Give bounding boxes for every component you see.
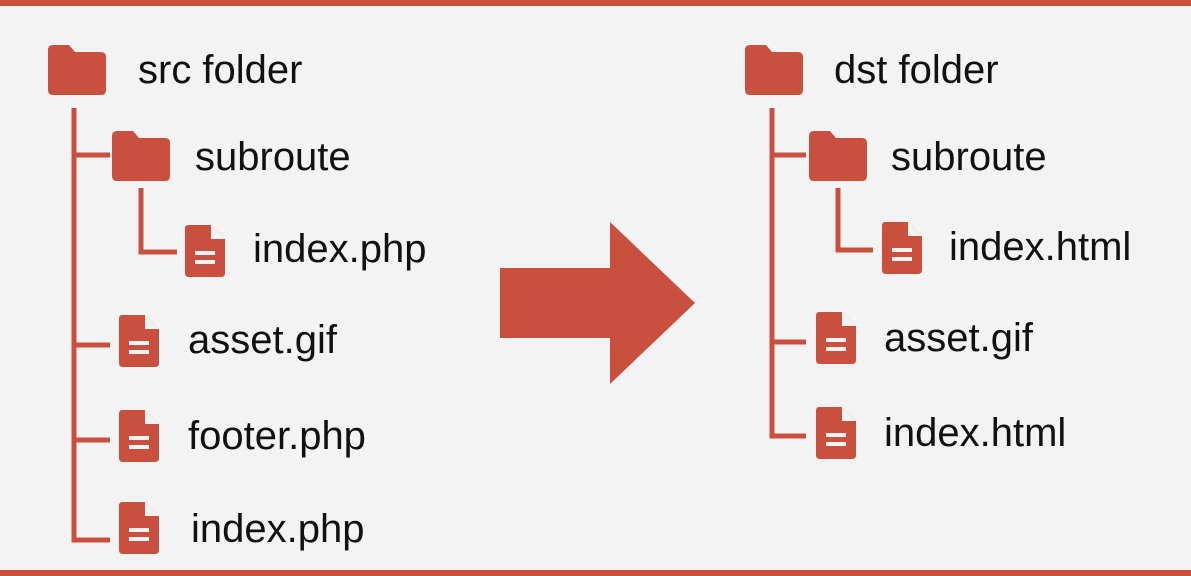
src-file-label: index.php xyxy=(191,507,365,551)
dst-subroute-file-label: index.html xyxy=(949,225,1132,269)
src-subroute-folder-icon xyxy=(112,131,170,181)
dst-file-icon xyxy=(816,407,856,459)
dst-connectors xyxy=(769,108,873,439)
dst-file-icon xyxy=(816,312,856,364)
src-folder-icon xyxy=(48,45,106,95)
src-root-label: src folder xyxy=(138,48,303,92)
src-file-icon xyxy=(185,225,225,277)
top-border xyxy=(0,0,1191,6)
dst-file-label: asset.gif xyxy=(884,316,1033,360)
bottom-border xyxy=(0,570,1191,576)
dst-subroute-label: subroute xyxy=(891,135,1047,179)
src-file-icon xyxy=(119,315,159,367)
src-file-label: footer.php xyxy=(188,414,366,458)
dst-file-label: index.html xyxy=(884,411,1067,455)
dst-subroute-folder-icon xyxy=(809,131,867,181)
dst-file-icon xyxy=(882,222,922,274)
src-subroute-label: subroute xyxy=(195,135,351,179)
dst-folder-icon xyxy=(745,45,803,95)
src-subroute-file-label: index.php xyxy=(253,227,427,271)
src-file-label: asset.gif xyxy=(188,318,337,362)
src-file-icon xyxy=(119,502,159,554)
src-file-icon xyxy=(119,410,159,462)
dst-root-label: dst folder xyxy=(834,48,999,92)
src-connectors xyxy=(71,108,177,543)
arrow-right-icon xyxy=(500,222,695,384)
